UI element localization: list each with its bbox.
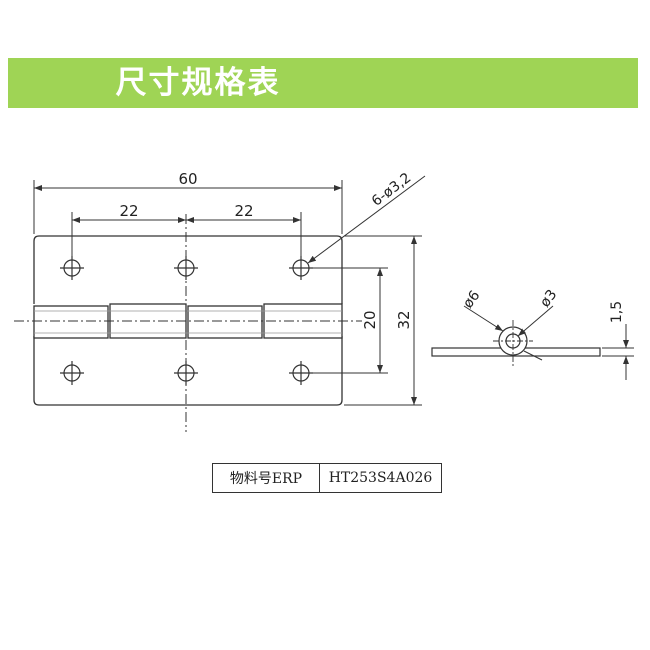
hole-top-right bbox=[289, 256, 313, 280]
erp-label: 物料号ERP bbox=[213, 464, 320, 492]
dim-holes-label: 6-ø3,2 bbox=[369, 170, 414, 210]
hole-bottom-left bbox=[60, 361, 84, 385]
dim-hole-pitch-left-label: 22 bbox=[119, 202, 138, 220]
side-center-lines bbox=[493, 320, 533, 366]
dim-hole-rows bbox=[310, 267, 388, 374]
dim-hole-pitch bbox=[71, 212, 302, 258]
title-banner: 尺寸规格表 bbox=[8, 58, 638, 108]
dim-thickness-label: 1,5 bbox=[609, 301, 625, 323]
dim-pin-label: ø3 bbox=[537, 287, 560, 311]
dim-overall-width-label: 60 bbox=[178, 170, 197, 188]
dim-knuckle-od-label: ø6 bbox=[460, 288, 483, 312]
dim-height-label: 32 bbox=[395, 310, 413, 329]
dim-thickness bbox=[602, 324, 634, 380]
dim-holes-leader bbox=[307, 175, 426, 264]
erp-value: HT253S4A026 bbox=[328, 470, 433, 486]
dim-overall-width bbox=[33, 180, 343, 234]
hole-bottom-right bbox=[289, 361, 313, 385]
dim-height bbox=[344, 235, 422, 406]
erp-table: 物料号ERP HT253S4A026 bbox=[212, 463, 442, 493]
side-leaders bbox=[463, 305, 554, 361]
hinge-side-view bbox=[431, 326, 601, 357]
dim-hole-pitch-right-label: 22 bbox=[234, 202, 253, 220]
page-title: 尺寸规格表 bbox=[115, 65, 281, 101]
dim-hole-rows-label: 20 bbox=[361, 310, 379, 329]
hole-top-left bbox=[60, 256, 84, 280]
